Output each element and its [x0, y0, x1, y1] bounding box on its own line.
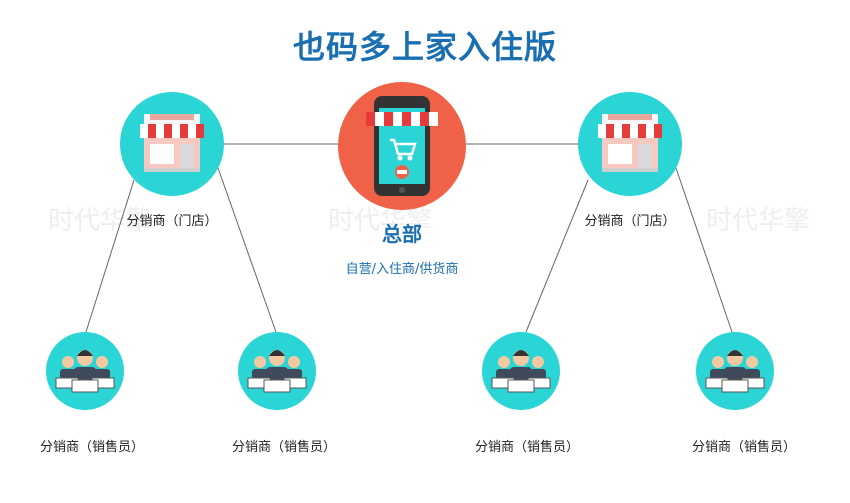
team-node-4	[696, 332, 774, 410]
salesperson-label-4: 分销商（销售员）	[691, 440, 797, 455]
storefront-icon	[598, 114, 662, 172]
team-laptop-icon	[491, 350, 551, 393]
page-title: 也码多上家入住版	[292, 28, 557, 66]
store-label-right: 分销商（门店）	[584, 214, 676, 229]
salesperson-label-2: 分销商（销售员）	[231, 440, 337, 455]
store-label-left: 分销商（门店）	[126, 214, 218, 229]
shopping-phone-icon	[366, 96, 438, 196]
team-node-2	[238, 332, 316, 410]
hq-title: 总部	[382, 222, 422, 246]
team-laptop-icon	[55, 350, 115, 393]
link-store-right-team3	[525, 179, 589, 333]
watermark-center: 时代华擎	[328, 206, 433, 236]
store-node-right	[578, 92, 682, 196]
team-node-3	[482, 332, 560, 410]
salesperson-label-1: 分销商（销售员）	[39, 440, 145, 455]
team-laptop-icon	[705, 350, 765, 393]
team-node-1	[46, 332, 124, 410]
salesperson-label-3: 分销商（销售员）	[474, 440, 580, 455]
link-store-left-team1	[85, 179, 135, 333]
hq-node	[338, 82, 466, 210]
watermark-right: 时代华擎	[706, 206, 811, 236]
link-store-left-team2	[217, 167, 277, 333]
store-node-left	[120, 92, 224, 196]
link-store-right-team4	[675, 167, 733, 333]
watermark-left: 时代华擎	[48, 206, 153, 236]
hq-subtitle: 自营/入住商/供货商	[345, 262, 459, 277]
storefront-icon	[140, 114, 204, 172]
team-laptop-icon	[247, 350, 307, 393]
